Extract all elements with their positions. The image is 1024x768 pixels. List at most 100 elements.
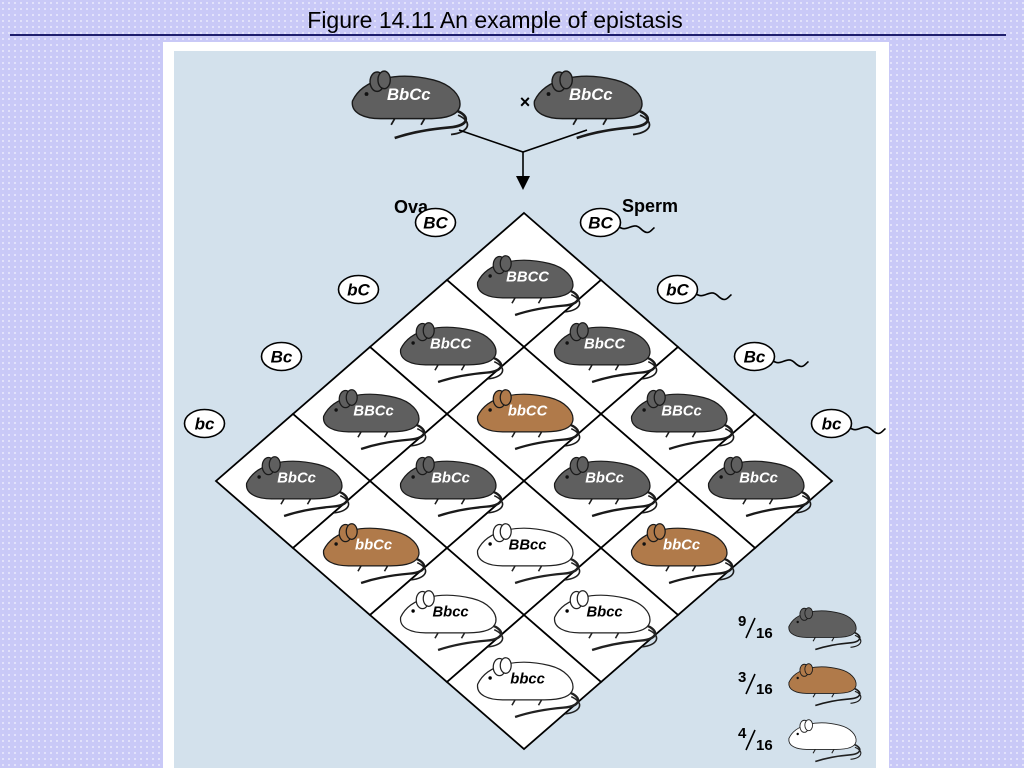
mouse-feet — [511, 297, 543, 304]
mouse-eye — [334, 542, 338, 546]
genotype-label: BbCc — [277, 470, 316, 486]
mouse-eye — [364, 92, 369, 96]
mouse-feet — [812, 637, 835, 642]
mouse-feet — [588, 498, 620, 505]
slide-title: Figure 14.11 An example of epistasis — [307, 7, 683, 33]
gamete-label: BC — [423, 214, 448, 233]
gamete-label: Bc — [271, 348, 293, 367]
mouse-feet — [665, 565, 697, 572]
sperm-gamete: bc — [810, 408, 887, 439]
cross-symbol: × — [520, 92, 531, 112]
genotype-label: bbCc — [663, 537, 701, 553]
mouse-feet — [434, 632, 466, 639]
gamete-label: bc — [822, 415, 842, 434]
ratio-numerator: 9 — [738, 613, 746, 630]
ratio-legend-item: 416 — [738, 725, 773, 754]
mouse-eye — [642, 542, 646, 546]
mouse-eye — [642, 408, 646, 412]
ova-gamete: Bc — [260, 341, 303, 372]
genotype-label: BbCc — [739, 470, 778, 486]
mouse-feet — [357, 565, 389, 572]
sperm-tail — [693, 291, 733, 301]
mouse-feet — [511, 699, 543, 706]
cross-arrow-head — [516, 176, 530, 190]
genotype-label: Bbcc — [432, 604, 469, 620]
ova-gamete: bC — [337, 274, 380, 305]
mouse-feet — [812, 693, 835, 698]
offspring-mouse: BbCc — [707, 456, 812, 518]
ratio-slash — [745, 617, 756, 639]
mouse-feet — [572, 118, 608, 126]
genotype-label: BbCc — [387, 85, 431, 104]
mouse-feet — [434, 364, 466, 371]
gamete-label: bc — [195, 415, 215, 434]
mouse-eye — [565, 609, 569, 613]
ratio-legend-item: 316 — [738, 669, 773, 698]
mouse-feet — [588, 632, 620, 639]
ova-gamete: bc — [183, 408, 226, 439]
genotype-label: BbCc — [569, 85, 613, 104]
genotype-label: bbCc — [355, 537, 393, 553]
offspring-mouse: BBcc — [476, 523, 581, 585]
mouse-eye — [546, 92, 551, 96]
ratio-slash — [745, 673, 756, 695]
mouse-eye — [719, 475, 723, 479]
sperm-gamete: Bc — [733, 341, 810, 372]
offspring-mouse: BbCc — [553, 456, 658, 518]
genotype-label: BbCC — [430, 336, 471, 352]
ratio-mouse-black — [788, 607, 862, 651]
mouse-feet — [742, 498, 774, 505]
sperm-tail — [847, 425, 887, 435]
mouse-eye — [488, 408, 492, 412]
gamete-label: bC — [347, 281, 370, 300]
genotype-label: bbcc — [510, 671, 545, 687]
gamete-oval — [733, 341, 776, 372]
gamete-label: Bc — [744, 348, 766, 367]
offspring-mouse: bbCC — [476, 389, 581, 451]
gamete-label: bC — [666, 281, 689, 300]
offspring-mouse: Bbcc — [399, 590, 504, 652]
offspring-mouse: BbCc — [245, 456, 350, 518]
mouse-eye — [257, 475, 261, 479]
mouse-feet — [511, 431, 543, 438]
mouse-eye — [565, 475, 569, 479]
parent-mouse-left: BbCc — [351, 70, 469, 140]
offspring-mouse: bbcc — [476, 657, 581, 719]
gamete-oval — [579, 207, 622, 238]
sperm-tail — [616, 224, 656, 234]
mouse-eye — [334, 408, 338, 412]
sperm-tail — [770, 358, 810, 368]
offspring-mouse: BBCc — [630, 389, 735, 451]
mouse-feet — [390, 118, 426, 126]
ova-label: Ova — [394, 197, 429, 217]
parent-mouse-right: BbCc — [533, 70, 651, 140]
title-divider — [10, 34, 1006, 36]
offspring-mouse: bbCc — [630, 523, 735, 585]
genotype-label: Bbcc — [586, 604, 623, 620]
sperm-gamete: BC — [579, 207, 656, 238]
gamete-label: BC — [588, 214, 613, 233]
genotype-label: BBcc — [509, 537, 548, 553]
ratio-numerator: 4 — [738, 725, 747, 742]
mouse-eye — [488, 542, 492, 546]
genotype-label: BbCC — [584, 336, 625, 352]
offspring-mouse: BbCC — [553, 322, 658, 384]
offspring-mouse: BBCc — [322, 389, 427, 451]
mouse-eye — [411, 341, 415, 345]
mouse-feet — [357, 431, 389, 438]
mouse-eye — [796, 676, 799, 680]
sperm-label: Sperm — [622, 196, 678, 216]
genotype-label: BbCc — [585, 470, 624, 486]
ratio-numerator: 3 — [738, 669, 746, 686]
ratio-mouse-brown — [788, 663, 862, 707]
mouse-feet — [280, 498, 312, 505]
genotype-label: BbCc — [431, 470, 470, 486]
gamete-oval — [337, 274, 380, 305]
gamete-oval — [260, 341, 303, 372]
offspring-mouse: bbCc — [322, 523, 427, 585]
offspring-mouse: Bbcc — [553, 590, 658, 652]
mouse-feet — [511, 565, 543, 572]
offspring-mouse: BBCC — [476, 255, 581, 317]
